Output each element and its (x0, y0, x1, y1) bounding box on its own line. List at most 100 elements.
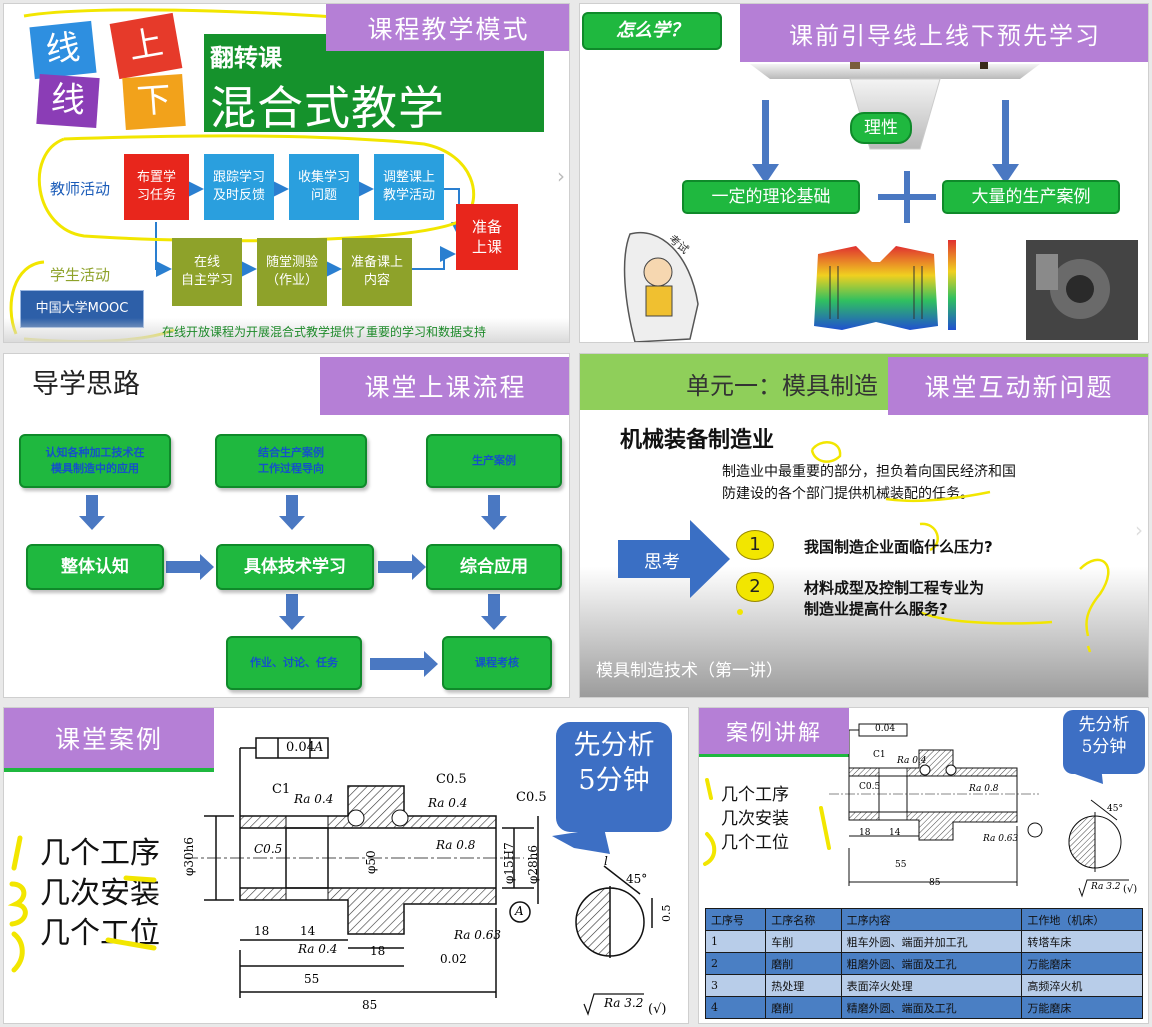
table-row: 1 车削 粗车外圆、端面并加工孔 转塔车床 (704, 930, 1143, 953)
dim-ra: Ra 3.2 (1091, 882, 1121, 892)
shaft-drawing-small (703, 723, 1129, 974)
student-activity-label: 学生活动 (50, 266, 111, 284)
theory-box: 一定的理论基础 (682, 180, 860, 214)
table-row: 4 磨削 精磨外圆、端面及工孔 万能磨床 (704, 996, 1143, 1019)
how-button: 怎么学？ (582, 12, 722, 50)
table-cell: 1 (704, 930, 767, 953)
shaft-drawing (7, 737, 653, 1016)
teacher-step: 调整课上 教学活动 (374, 154, 444, 220)
bottom-box: 作业、讨论、任务 (226, 636, 362, 690)
table-header-cell: 工序内容 (840, 908, 1023, 931)
dim-c05: C0.5 (516, 790, 547, 805)
dim-length: 18 (370, 944, 386, 958)
panel-tag: 课堂上课流程 (320, 357, 569, 415)
dim-width: 0.5 (660, 904, 673, 923)
student-step: 在线 自主学习 (172, 238, 242, 306)
callout-bubble (556, 722, 672, 832)
table-cell: 万能磨床 (1021, 996, 1143, 1019)
dim-ra: Ra 0.4 (298, 942, 338, 956)
table-cell: 粗磨外圆、端面及工孔 (840, 952, 1023, 975)
teacher-activity-label: 教师活动 (50, 180, 111, 198)
callout-text: 先分析 5分钟 (1078, 715, 1130, 758)
dim-length: 18 (254, 924, 270, 938)
dim-phi: φ30h6 (182, 836, 196, 876)
next-chevron-icon: › (1135, 518, 1143, 542)
panel-class-flow: 导学思路 课堂上课流程 认知各种加工技术在 模具制造中的应用 结合生产案例 工作… (3, 353, 570, 698)
tol-value: 0.04 (286, 740, 315, 755)
table-cell: 磨削 (765, 996, 842, 1019)
flow-arrows (79, 495, 507, 677)
table-cell: 粗车外圆、端面并加工孔 (840, 930, 1023, 953)
table-header-cell: 工序名称 (765, 908, 842, 931)
check-mark: (√) (1123, 884, 1138, 895)
question-item: 几个工序 (721, 785, 789, 805)
dim-c1: C1 (272, 782, 291, 797)
tag-underline (699, 754, 849, 757)
dim-phi: φ50 (364, 850, 378, 874)
final-step: 准备 上课 (456, 204, 518, 270)
table-cell: 3 (704, 974, 767, 997)
panel-tag: 课堂案例 (4, 708, 214, 768)
dim-length: 55 (304, 972, 320, 986)
tol-value: 0.04 (875, 724, 896, 734)
banner-main-text: 混合式教学 (210, 81, 445, 135)
mid-box: 整体认知 (26, 544, 164, 590)
balance-illustration (623, 59, 1138, 342)
student-step: 准备课上 内容 (342, 238, 412, 306)
dim-c05: C0.5 (254, 842, 283, 856)
runout-value: 0.02 (440, 952, 467, 966)
tol-datum: A (314, 740, 324, 755)
dim-ra: Ra 3.2 (604, 996, 644, 1010)
header-title: 单元一：模具制造 (686, 372, 878, 400)
check-mark: (√) (648, 1002, 667, 1017)
process-table: 工序号 工序名称 工序内容 工作地（机床） 1 车削 粗车外圆、端面并加工孔 转… (704, 908, 1143, 1019)
question-number: 2 (736, 572, 774, 602)
cases-box: 大量的生产案例 (942, 180, 1120, 214)
question-item: 几个工位 (721, 833, 789, 853)
dim-ra: Ra 0.4 (897, 756, 927, 766)
teacher-step: 跟踪学习 及时反馈 (204, 154, 274, 220)
dim-length: 85 (929, 878, 941, 888)
panel-footer: 在线开放课程为开展混合式教学提供了重要的学习和数据支持 (4, 318, 569, 342)
panel-pre-class-guide: 怎么学？ 课前引导线上线下预先学习 理性 一定的理论 (579, 3, 1149, 343)
next-chevron-icon: › (557, 164, 565, 188)
teacher-step: 收集学习 问题 (289, 154, 359, 220)
datum-label: A (515, 904, 524, 918)
question-item: 几次安装 (721, 809, 789, 829)
dim-ra: Ra 0.8 (969, 784, 999, 794)
dim-phi: φ15H7 (502, 842, 516, 884)
panel-footer: 模具制造技术（第一讲） (596, 661, 783, 681)
table-cell: 表面淬火处理 (840, 974, 1023, 997)
dim-ra: Ra 0.8 (436, 838, 476, 852)
dim-c1: C1 (873, 750, 886, 760)
panel-case-explanation: 案例讲解 几个工序 几次安装 几个工位 (698, 707, 1149, 1024)
top-box: 结合生产案例 工作过程导向 (215, 434, 367, 488)
mid-box: 具体技术学习 (216, 544, 374, 590)
table-header-cell: 工序号 (704, 908, 767, 931)
think-arrow (618, 441, 1110, 653)
table-cell: 车削 (765, 930, 842, 953)
table-header-cell: 工作地（机床） (1021, 908, 1143, 931)
dim-ra: Ra 0.4 (294, 792, 334, 806)
dim-length: 55 (895, 860, 907, 870)
student-step: 随堂测验 （作业） (257, 238, 327, 306)
banner-top-text: 翻转课 (210, 44, 282, 72)
dim-c05: C0.5 (859, 782, 881, 792)
dim-angle: 45° (1107, 804, 1123, 814)
dim-length: 18 (859, 828, 871, 838)
dim-ra: Ra 0.4 (428, 796, 468, 810)
top-box: 认知各种加工技术在 模具制造中的应用 (19, 434, 171, 488)
question-text: 我国制造企业面临什么压力? (804, 538, 993, 556)
question-text: 材料成型及控制工程专业为 制造业提高什么服务? (804, 579, 985, 618)
tag-underline (4, 768, 214, 772)
table-header-row: 工序号 工序名称 工序内容 工作地（机床） (704, 908, 1143, 931)
table-row: 2 磨削 粗磨外圆、端面及工孔 万能磨床 (704, 952, 1143, 975)
balance-label: 理性 (850, 112, 912, 144)
panel-tag: 课前引导线上线下预先学习 (740, 4, 1148, 62)
table-row: 3 热处理 表面淬火处理 高频淬火机 (704, 974, 1143, 997)
panel-title: 导学思路 (32, 369, 140, 400)
dim-length: 85 (362, 998, 378, 1012)
table-cell: 4 (704, 996, 767, 1019)
bottom-box: 课程考核 (442, 636, 552, 690)
dim-l: l (604, 854, 608, 868)
